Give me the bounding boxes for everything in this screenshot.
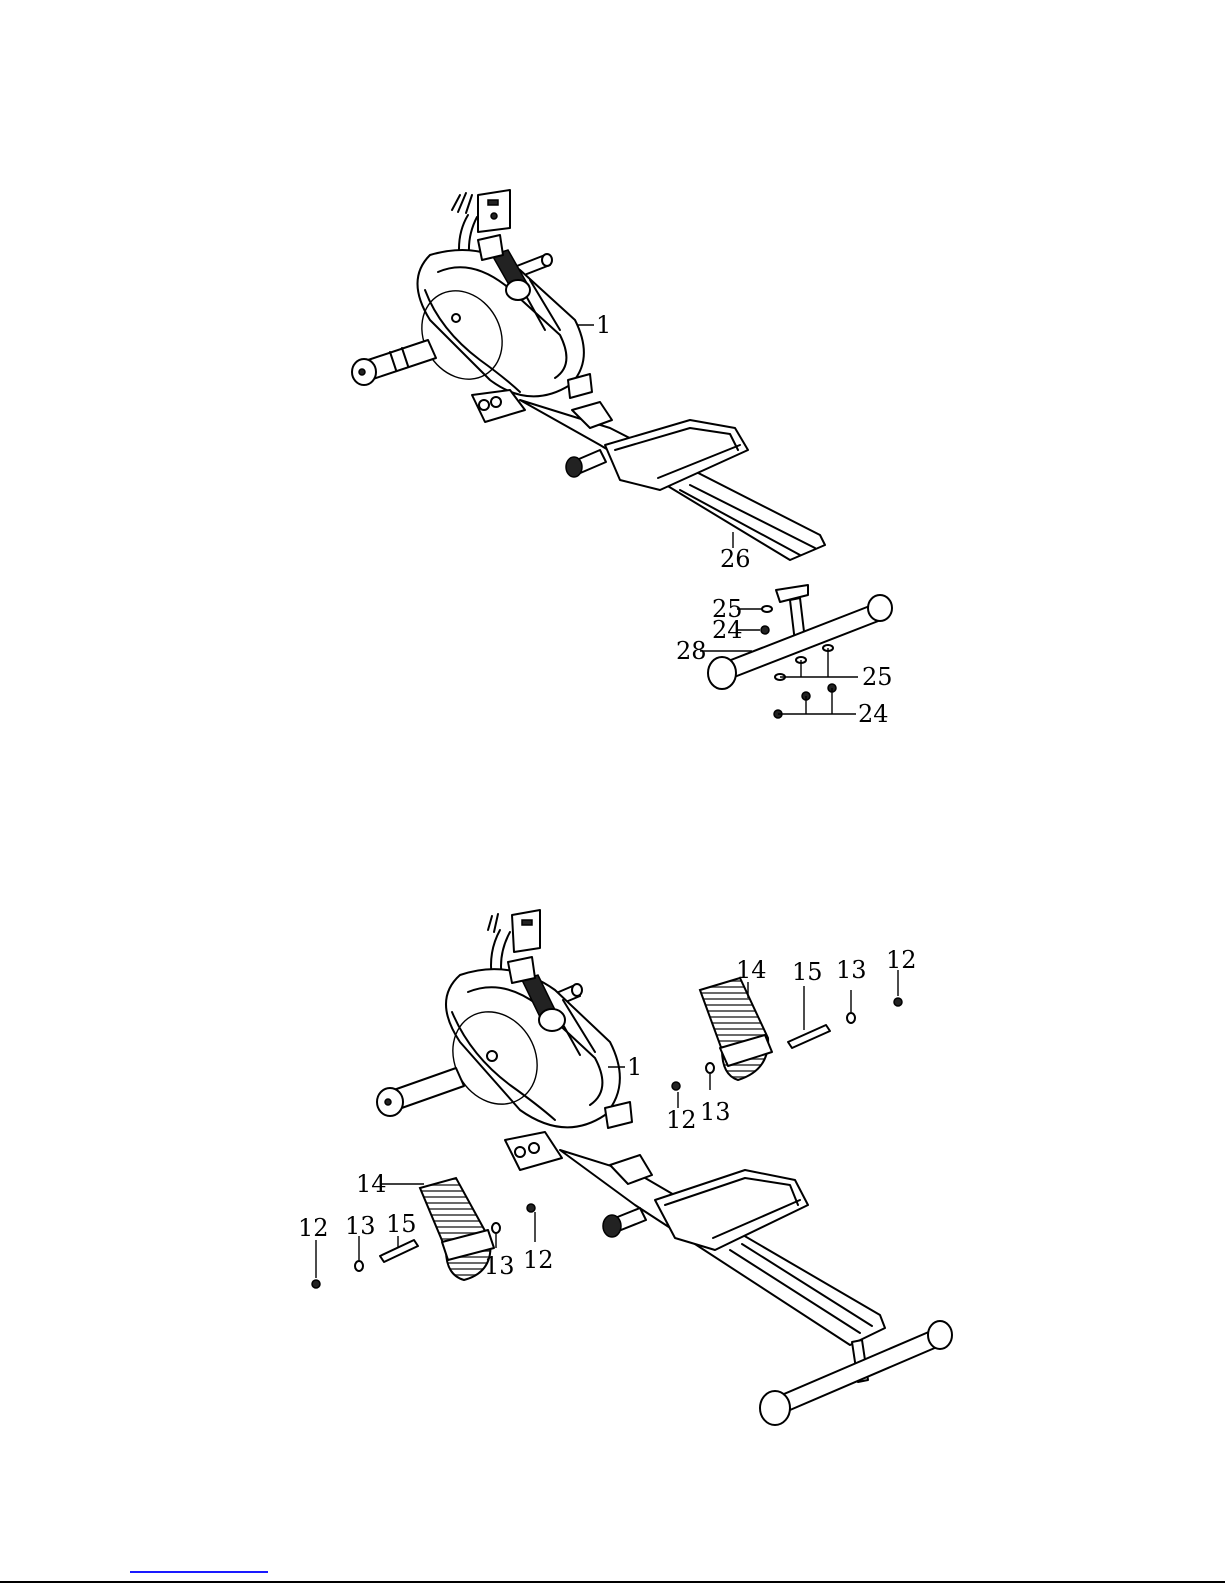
pedal-left bbox=[420, 1178, 494, 1280]
callout-pedal-left: 14 bbox=[356, 1170, 387, 1198]
diagram-bottom: 1 14 15 13 12 12 13 14 12 13 15 13 12 bbox=[0, 780, 1225, 1585]
pedal-axle-right bbox=[788, 1025, 830, 1048]
callout-axle-left: 15 bbox=[386, 1210, 417, 1238]
callout-washer-left-inner: 13 bbox=[484, 1252, 515, 1280]
callout-washer-left-outer: 13 bbox=[345, 1212, 376, 1240]
callout-washer-right-inner: 13 bbox=[700, 1098, 731, 1126]
callout-washer-right-outer: 13 bbox=[836, 956, 867, 984]
callout-rear-stabilizer: 28 bbox=[676, 637, 707, 665]
seat bbox=[572, 402, 748, 490]
callout-axle-right: 15 bbox=[792, 958, 823, 986]
callout-screw-left-inner: 12 bbox=[523, 1246, 554, 1274]
leader-lines bbox=[577, 325, 858, 714]
diagram-top: 1 26 25 24 28 25 24 bbox=[0, 0, 1225, 780]
callout-screw-right-inner: 12 bbox=[666, 1106, 697, 1134]
front-stabilizer bbox=[352, 340, 436, 385]
callout-pedal-right: 14 bbox=[736, 956, 767, 984]
footrest-knob bbox=[603, 1208, 646, 1237]
page-bottom-rule bbox=[0, 1581, 1225, 1583]
callout-bolt: 24 bbox=[858, 700, 889, 728]
flywheel-housing bbox=[406, 250, 584, 396]
footrest-knob bbox=[566, 450, 606, 477]
callout-slide-rail: 26 bbox=[720, 545, 751, 573]
callout-screw-left-outer: 12 bbox=[298, 1214, 329, 1242]
footer-link-underline bbox=[130, 1571, 268, 1573]
assembly-figure-step-rear-stabilizer: 1 26 25 24 28 25 24 bbox=[0, 0, 1225, 780]
callout-main-unit: 1 bbox=[627, 1053, 642, 1081]
front-stabilizer bbox=[377, 1068, 464, 1116]
callout-main-unit: 1 bbox=[596, 311, 611, 339]
assembly-figure-step-pedals: 1 14 15 13 12 12 13 14 12 13 15 13 12 bbox=[0, 780, 1225, 1585]
callout-bolt: 24 bbox=[712, 616, 743, 644]
callout-screw-right-outer: 12 bbox=[886, 946, 917, 974]
pedal-axle-left bbox=[380, 1240, 418, 1262]
callout-washer: 25 bbox=[862, 663, 893, 691]
